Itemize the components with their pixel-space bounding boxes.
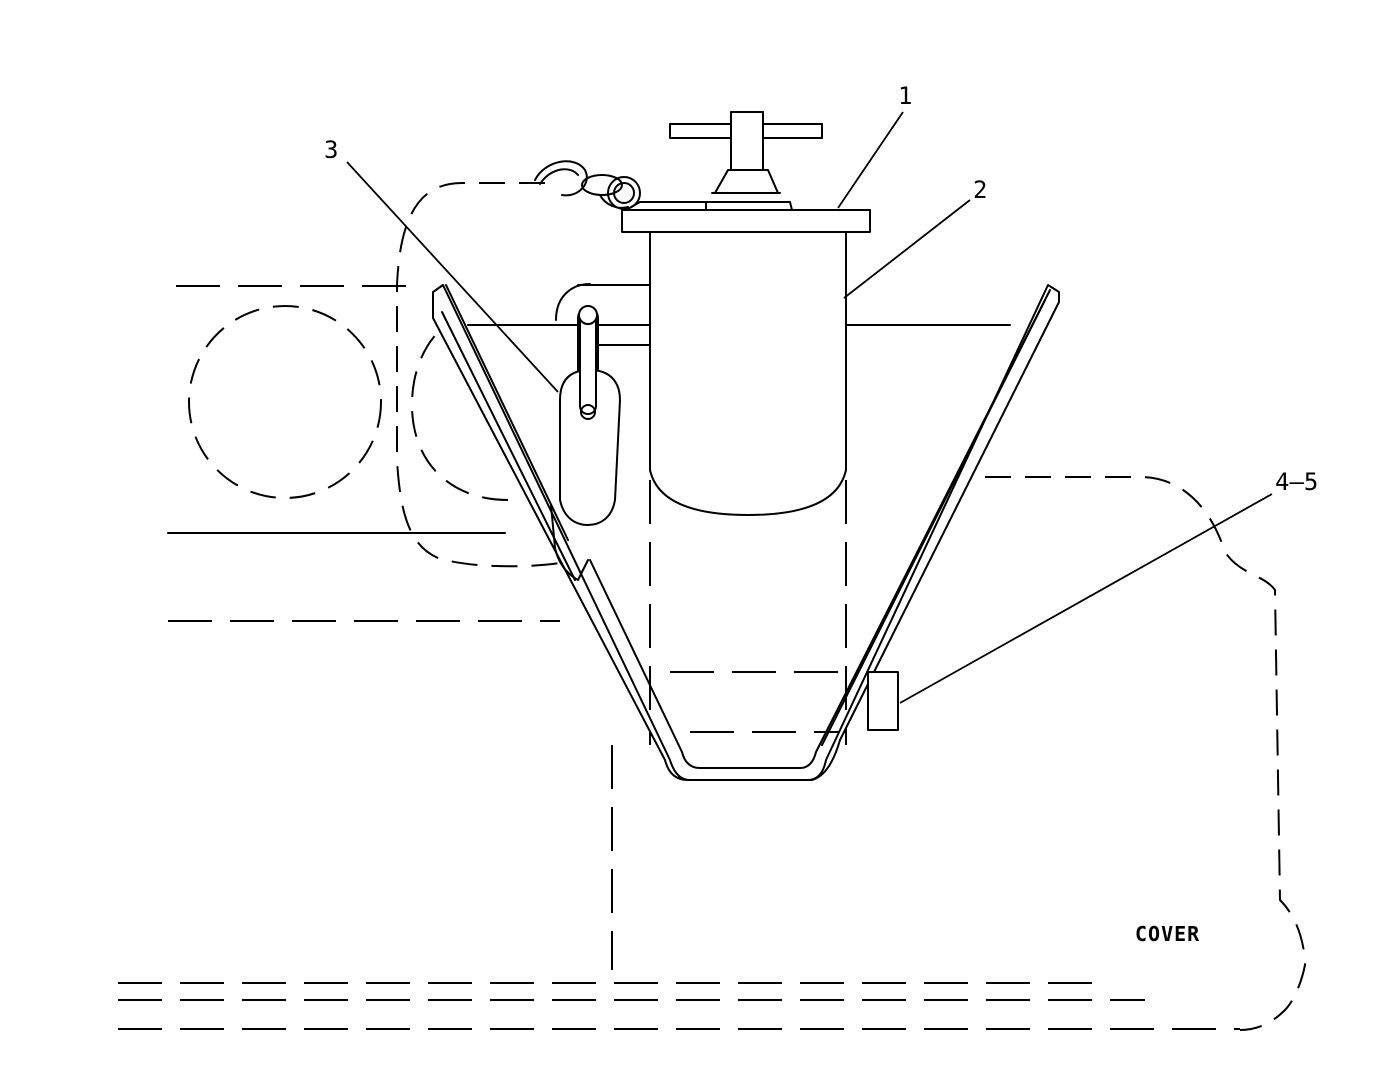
latch-link-front	[579, 309, 597, 415]
v-bracket-right-arm-inner	[821, 289, 1051, 746]
canister	[649, 231, 847, 516]
v-bracket	[432, 284, 1060, 781]
leader-2	[843, 199, 971, 299]
v-bracket-body	[432, 284, 1060, 781]
chain-link-1	[581, 174, 623, 196]
lid-assembly	[621, 111, 871, 233]
cover-label: COVER	[1135, 922, 1200, 946]
phantom-housing-left	[396, 182, 561, 568]
latch-handle	[559, 369, 621, 526]
chain-link-2-inner	[613, 182, 635, 204]
v-bracket-inner-line	[589, 299, 1046, 769]
chain-hook-inner	[539, 168, 579, 185]
leader-1	[837, 111, 904, 209]
leader-4-5	[899, 493, 1273, 704]
latch	[555, 283, 621, 526]
lid-chain	[534, 160, 641, 210]
latch-pivot-boss	[555, 283, 591, 321]
phantom-roller-right	[410, 329, 509, 501]
callout-4-5: 4–5	[1275, 468, 1318, 496]
lid-gasket	[625, 201, 793, 211]
phantom-roller-left	[188, 305, 382, 499]
latch-pivot-pin	[578, 305, 598, 325]
callout-1: 1	[898, 82, 912, 110]
t-handle-base	[714, 169, 779, 194]
mounting-block	[867, 671, 899, 731]
latch-handle-pin	[580, 404, 596, 420]
callout-2: 2	[973, 176, 987, 204]
v-bracket-left-arm-inner-upper	[445, 284, 569, 541]
phantom-background-structure	[118, 182, 1307, 1031]
lid-plate	[621, 209, 871, 233]
leader-lines	[346, 111, 1273, 704]
v-bracket-latch-notch	[550, 504, 589, 581]
callout-3: 3	[324, 136, 338, 164]
callout-labels: 1 2 3 4–5 COVER	[324, 82, 1318, 946]
chain-hook	[534, 160, 588, 197]
t-handle-stem-front	[730, 111, 764, 171]
chain-link-3	[599, 194, 629, 209]
phantom-housing-right	[985, 476, 1307, 1031]
leader-3	[346, 161, 559, 393]
canister-body	[649, 231, 847, 516]
chain-link-2	[607, 176, 641, 210]
